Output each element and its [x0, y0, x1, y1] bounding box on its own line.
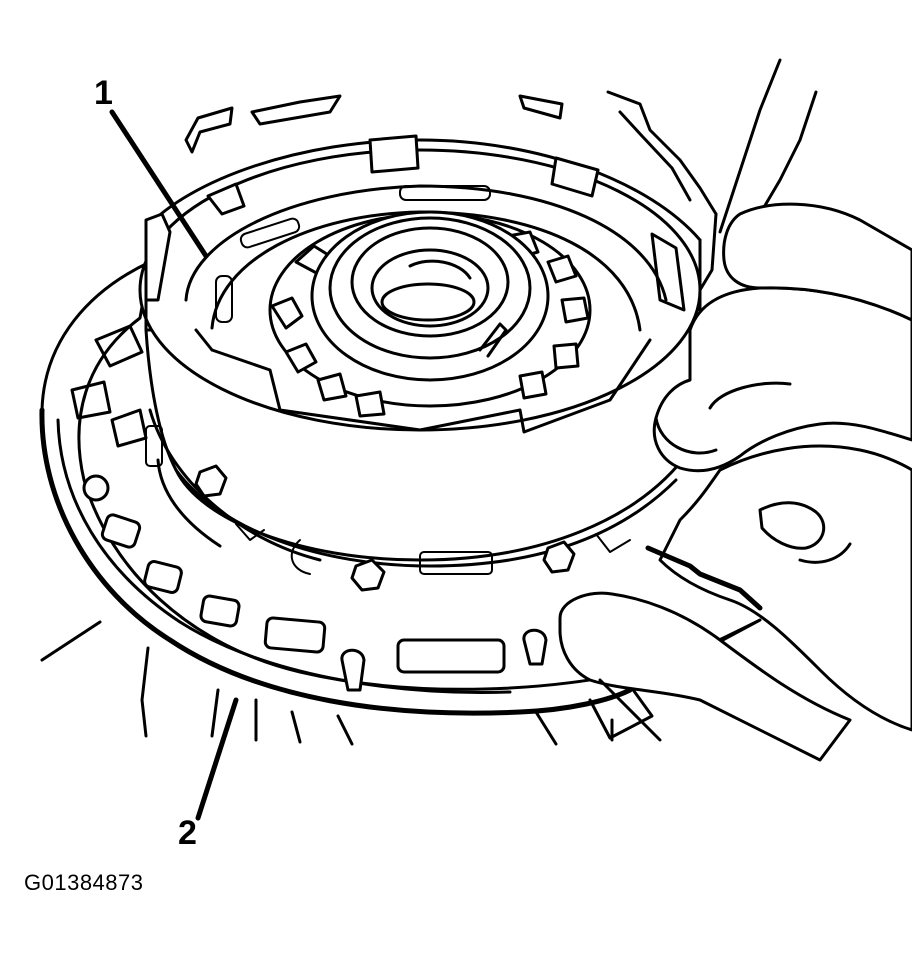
- leader-line-2: [195, 697, 239, 821]
- hand-illustration: [558, 202, 912, 762]
- figure-id-label: G01384873: [24, 870, 144, 895]
- callout-label-2: 2: [178, 814, 197, 852]
- leader-line-1: [109, 109, 209, 259]
- housing-outline-upper: [184, 58, 818, 292]
- housing-outline-lower: [40, 620, 654, 746]
- center-bearing: [310, 210, 550, 382]
- callout-label-1: 1: [94, 74, 113, 112]
